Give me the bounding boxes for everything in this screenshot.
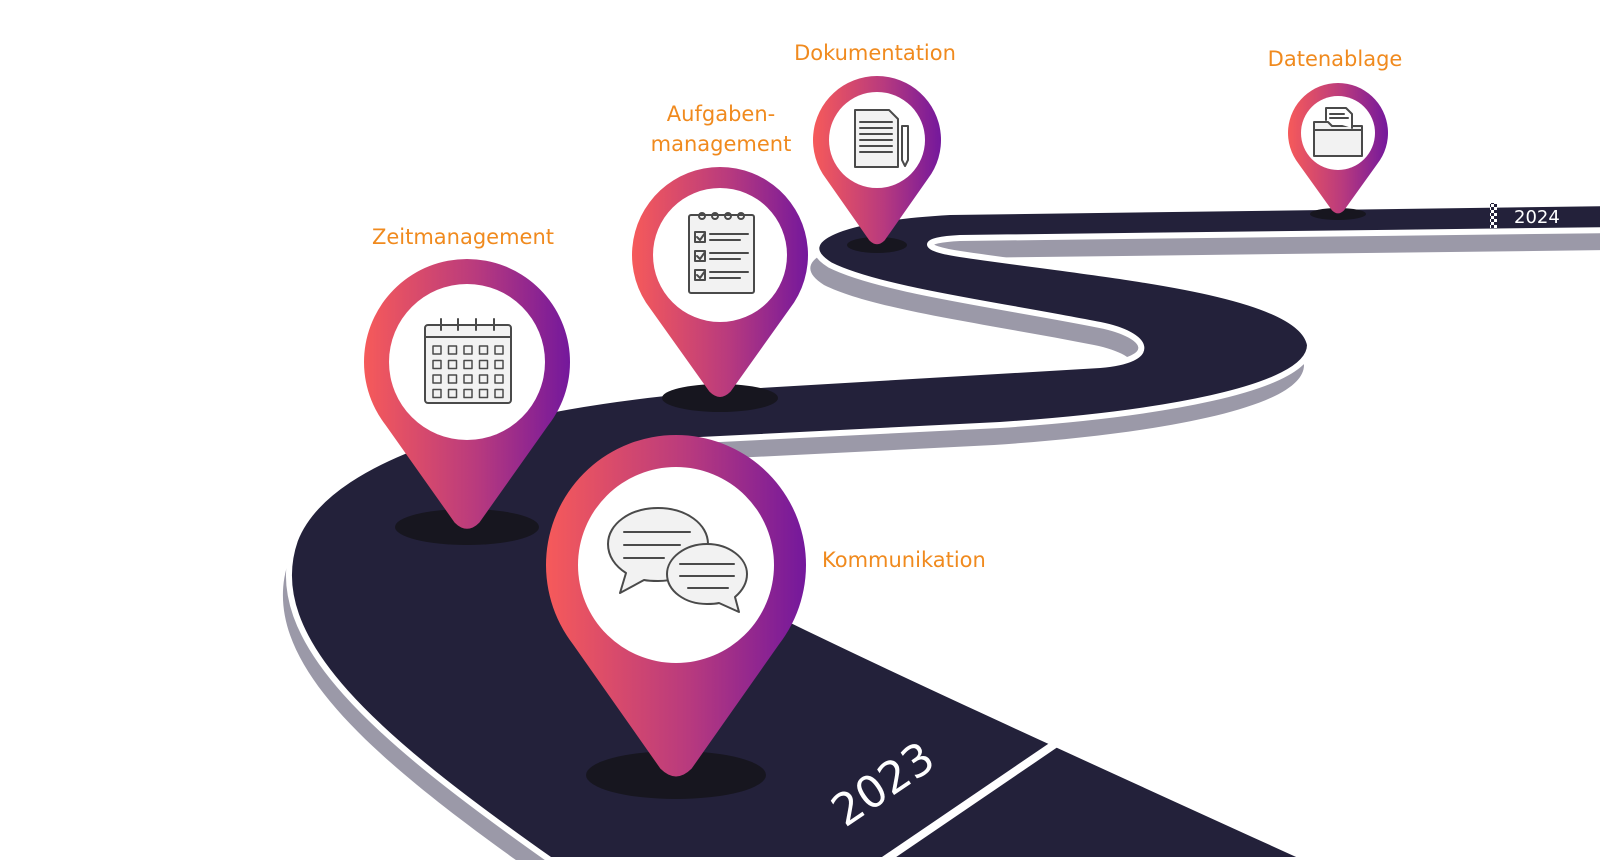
- calendar-cell: [432, 345, 442, 355]
- calendar-cell: [463, 359, 473, 370]
- calendar-cell: [447, 345, 458, 355]
- document-pencil-icon: [854, 109, 909, 168]
- calendar-cell: [494, 345, 504, 355]
- calendar-cell: [494, 374, 504, 384]
- start-line: [877, 738, 1061, 860]
- calendar-cell: [478, 359, 489, 370]
- calendar-icon: [424, 318, 512, 404]
- calendar-cell: [432, 374, 442, 384]
- pin-aufgabenmanagement: Aufgaben- management: [631, 102, 808, 412]
- label-kommunikation: Kommunikation: [822, 548, 986, 572]
- label-dokumentation: Dokumentation: [794, 41, 956, 65]
- calendar-cell: [447, 388, 458, 399]
- chat-bubbles-icon: [607, 507, 748, 613]
- calendar-cell: [478, 374, 489, 384]
- calendar-cell: [478, 388, 489, 399]
- label-datenablage: Datenablage: [1268, 47, 1403, 71]
- calendar-cell: [463, 388, 473, 399]
- checklist-icon: [688, 212, 755, 294]
- label-zeitmanagement: Zeitmanagement: [372, 225, 554, 249]
- calendar-cell: [478, 345, 489, 355]
- folder-icon: [1313, 107, 1363, 157]
- label-aufgaben-line1: Aufgaben-: [667, 102, 775, 126]
- calendar-cell: [432, 359, 442, 370]
- calendar-cell: [494, 359, 504, 370]
- calendar-cell: [463, 374, 473, 384]
- calendar-cell: [463, 345, 473, 355]
- calendar-cell: [447, 374, 458, 384]
- pin-kommunikation: Kommunikation: [546, 435, 986, 799]
- pin-dokumentation: Dokumentation: [794, 41, 956, 253]
- calendar-cell: [447, 359, 458, 370]
- finish-line: [1490, 203, 1497, 228]
- pin-datenablage: Datenablage: [1268, 47, 1403, 220]
- pin-zeitmanagement: Zeitmanagement: [363, 225, 570, 545]
- end-year: 2024: [1514, 207, 1560, 228]
- calendar-cell: [494, 388, 504, 399]
- label-aufgaben-line2: management: [651, 132, 792, 156]
- calendar-cell: [432, 388, 442, 399]
